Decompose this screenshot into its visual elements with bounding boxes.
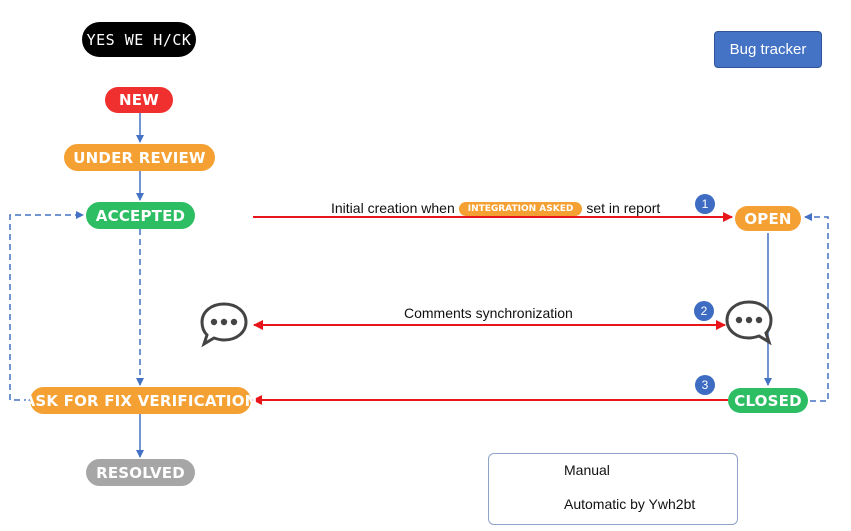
logo-text: YES WE H/CK — [86, 30, 192, 49]
speech-bubble-icon — [725, 300, 773, 346]
state-resolved: RESOLVED — [86, 459, 195, 486]
state-closed: CLOSED — [728, 388, 808, 413]
step-3-badge: 3 — [695, 375, 715, 395]
yeswehack-logo: YES WE H/CK — [82, 22, 196, 57]
legend-manual-label: Manual — [564, 462, 610, 478]
legend-box — [488, 453, 738, 525]
integration-asked-badge: INTEGRATION ASKED — [458, 202, 583, 216]
state-open: OPEN — [735, 206, 801, 231]
step-1-badge: 1 — [695, 194, 715, 214]
arrow-askfix-loop-accepted — [9, 211, 84, 401]
legend-automatic-label: Automatic by Ywh2bt — [564, 496, 696, 512]
speech-bubble-icon — [200, 302, 248, 348]
state-under-review: UNDER REVIEW — [64, 144, 215, 171]
comments-sync-label: Comments synchronization — [404, 305, 573, 321]
state-new: NEW — [105, 87, 173, 113]
bug-tracker-label: Bug tracker — [729, 41, 807, 58]
arrow-closed-loop-open — [804, 213, 829, 402]
state-accepted: ACCEPTED — [86, 202, 195, 229]
step-2-badge: 2 — [694, 301, 714, 321]
bug-tracker-box: Bug tracker — [714, 31, 822, 68]
state-ask-for-fix-verification: ASK FOR FIX VERIFICATION — [24, 387, 257, 414]
